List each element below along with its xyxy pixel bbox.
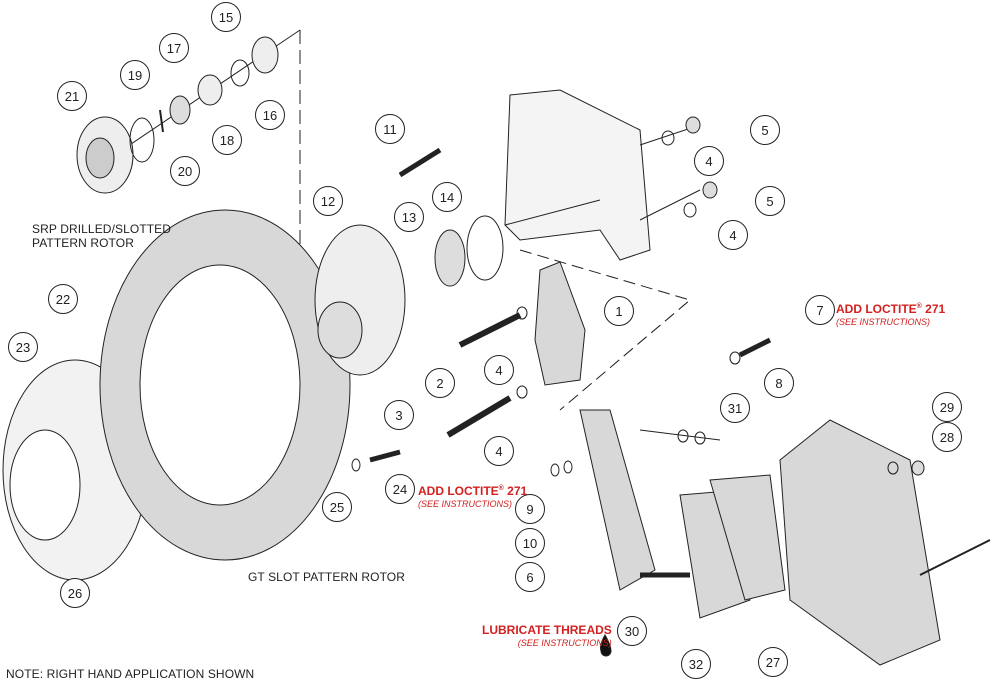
callout-4b: 4 bbox=[718, 220, 748, 250]
callout-13: 13 bbox=[394, 202, 424, 232]
callout-1: 1 bbox=[604, 296, 634, 326]
washer-part bbox=[729, 351, 741, 365]
washer-part bbox=[351, 458, 361, 472]
srp-rotor-label-line2: PATTERN ROTOR bbox=[32, 236, 134, 250]
washer-part bbox=[694, 431, 706, 445]
callout-7: 7 bbox=[805, 295, 835, 325]
nut-retainer-part bbox=[169, 95, 191, 125]
callout-18: 18 bbox=[212, 125, 242, 155]
callout-14: 14 bbox=[432, 182, 462, 212]
bolt-part bbox=[369, 449, 401, 463]
washer-part bbox=[550, 463, 560, 477]
callout-29: 29 bbox=[932, 392, 962, 422]
hub-part bbox=[314, 224, 406, 376]
cotter-pin-part bbox=[159, 109, 164, 133]
callout-28: 28 bbox=[932, 422, 962, 452]
see-instructions: (SEE INSTRUCTIONS) bbox=[517, 638, 612, 648]
nut-part bbox=[702, 181, 718, 199]
callout-4d: 4 bbox=[484, 436, 514, 466]
see-instructions: (SEE INSTRUCTIONS) bbox=[836, 317, 931, 327]
inner-bearing-part bbox=[434, 229, 466, 287]
callout-23: 23 bbox=[8, 332, 38, 362]
gt-rotor-label: GT SLOT PATTERN ROTOR bbox=[248, 570, 406, 584]
callout-5a: 5 bbox=[750, 115, 780, 145]
callout-6: 6 bbox=[515, 562, 545, 592]
callout-30: 30 bbox=[617, 616, 647, 646]
callout-32: 32 bbox=[681, 649, 711, 679]
callout-31: 31 bbox=[720, 393, 750, 423]
loctite-grade: 271 bbox=[921, 302, 946, 316]
washer-part bbox=[887, 461, 899, 475]
spindle-part bbox=[504, 89, 651, 261]
bolt-part bbox=[738, 337, 772, 358]
outer-bearing-part bbox=[251, 36, 279, 74]
srp-rotor-label: SRP DRILLED/SLOTTED PATTERN ROTOR bbox=[32, 222, 171, 250]
washer-part bbox=[683, 202, 697, 218]
caliper-part bbox=[779, 419, 941, 666]
callout-4a: 4 bbox=[694, 146, 724, 176]
loctite-grade: 271 bbox=[503, 484, 528, 498]
callout-22: 22 bbox=[48, 284, 78, 314]
callout-15: 15 bbox=[211, 2, 241, 32]
callout-2: 2 bbox=[425, 368, 455, 398]
bleeder-part bbox=[911, 460, 925, 476]
caliper-bracket-part bbox=[579, 409, 656, 591]
washer-part bbox=[677, 429, 689, 443]
bolt-part bbox=[458, 312, 522, 348]
registered-mark: ® bbox=[498, 485, 504, 492]
washer-part bbox=[516, 385, 528, 399]
brake-pad-part bbox=[709, 474, 786, 601]
callout-8: 8 bbox=[764, 368, 794, 398]
stud-part bbox=[398, 147, 442, 178]
spindle-line-2 bbox=[639, 189, 701, 221]
callout-21: 21 bbox=[57, 81, 87, 111]
nut-part bbox=[685, 116, 701, 134]
stud-line bbox=[639, 429, 721, 441]
loctite-note-24: ADD LOCTITE® 271 (SEE INSTRUCTIONS) bbox=[418, 482, 527, 511]
srp-rotor-label-line1: SRP DRILLED/SLOTTED bbox=[32, 222, 172, 236]
callout-25: 25 bbox=[322, 492, 352, 522]
rotor-part bbox=[99, 209, 351, 561]
see-instructions: (SEE INSTRUCTIONS) bbox=[418, 499, 513, 509]
callout-4c: 4 bbox=[484, 355, 514, 385]
callout-27: 27 bbox=[758, 647, 788, 677]
washer-part bbox=[230, 59, 250, 87]
washer-part bbox=[516, 306, 528, 320]
callout-24: 24 bbox=[385, 474, 415, 504]
callout-12: 12 bbox=[313, 186, 343, 216]
callout-9: 9 bbox=[515, 494, 545, 524]
callout-19: 19 bbox=[120, 60, 150, 90]
callout-10: 10 bbox=[515, 528, 545, 558]
o-ring-part bbox=[129, 117, 155, 163]
spindle-nut-part bbox=[197, 74, 223, 106]
bracket-part bbox=[534, 261, 586, 386]
registered-mark: ® bbox=[916, 303, 922, 310]
mount-dash bbox=[519, 249, 692, 411]
loctite-text: ADD LOCTITE bbox=[836, 302, 917, 316]
callout-11: 11 bbox=[375, 114, 405, 144]
callout-16: 16 bbox=[255, 100, 285, 130]
lubricate-note-30: LUBRICATE THREADS (SEE INSTRUCTIONS) bbox=[482, 624, 612, 650]
callout-20: 20 bbox=[170, 156, 200, 186]
pad-pin-part bbox=[919, 539, 991, 576]
callout-5b: 5 bbox=[755, 186, 785, 216]
dust-cap-part bbox=[76, 116, 134, 194]
bolt-part bbox=[446, 395, 512, 438]
callout-17: 17 bbox=[159, 33, 189, 63]
callout-26: 26 bbox=[60, 578, 90, 608]
seal-part bbox=[466, 215, 504, 281]
callout-3: 3 bbox=[384, 400, 414, 430]
oil-drop-icon bbox=[600, 634, 612, 657]
loctite-note-7: ADD LOCTITE® 271 (SEE INSTRUCTIONS) bbox=[836, 300, 945, 329]
loctite-text: ADD LOCTITE bbox=[418, 484, 499, 498]
lubricate-text: LUBRICATE THREADS bbox=[482, 623, 612, 637]
washer-part bbox=[661, 130, 675, 146]
application-note: NOTE: RIGHT HAND APPLICATION SHOWN bbox=[6, 667, 255, 681]
washer-part bbox=[563, 460, 573, 474]
